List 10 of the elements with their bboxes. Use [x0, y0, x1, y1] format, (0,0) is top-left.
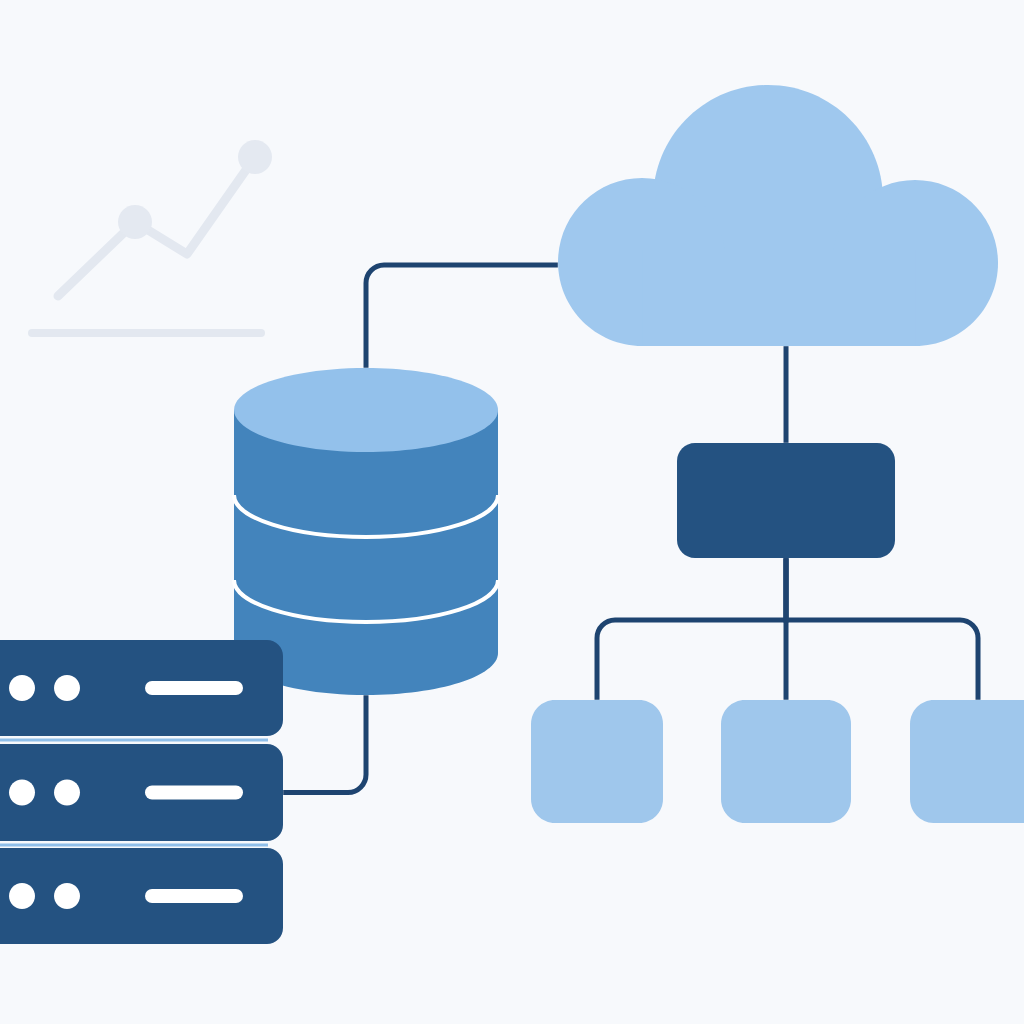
rounded-box: [677, 443, 895, 558]
rounded-box: [721, 700, 851, 823]
connector-line: [783, 346, 789, 443]
rounded-box: [531, 700, 663, 823]
connector-line: [283, 695, 369, 795]
cloud: [558, 85, 998, 346]
connector-line: [363, 262, 558, 368]
database-cylinder: [232, 368, 500, 695]
connector-line: [783, 558, 981, 700]
rounded-box: [910, 700, 1024, 823]
